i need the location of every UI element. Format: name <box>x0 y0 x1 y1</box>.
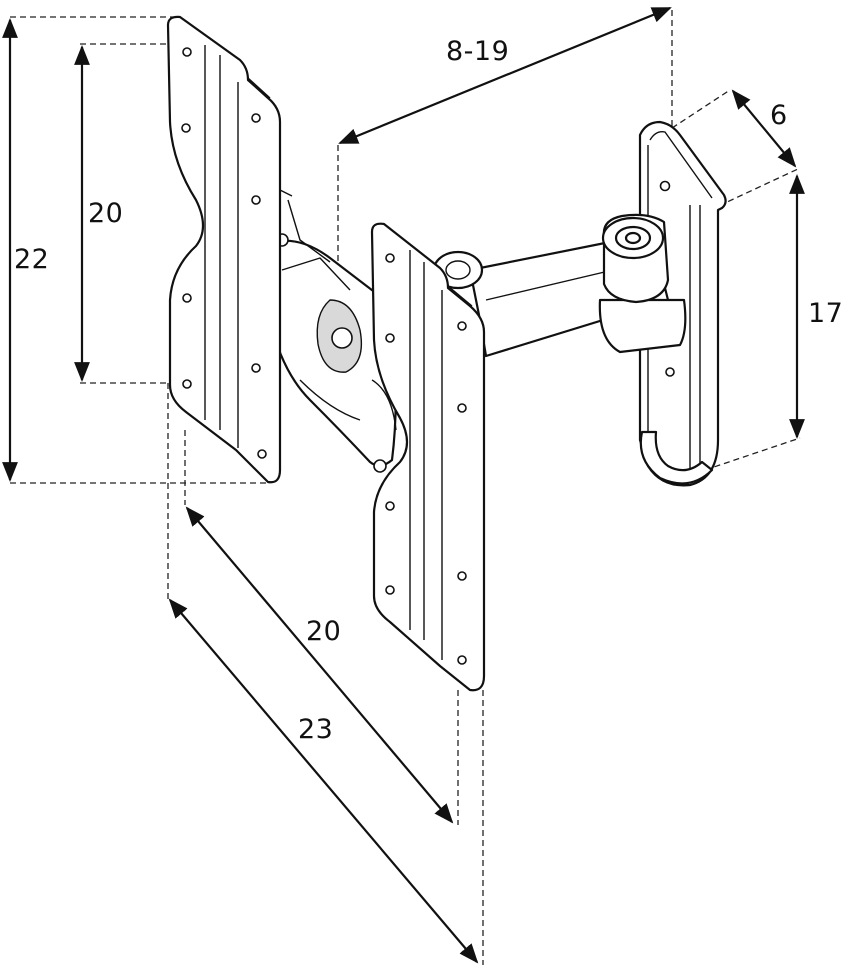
dimension-labels: 22 20 8-19 6 17 20 23 <box>14 36 843 745</box>
swing-arm <box>432 213 687 358</box>
dim-line-arm-extension <box>338 6 672 145</box>
label-wall-plate-height: 17 <box>808 298 843 329</box>
dim-line-total-width <box>168 598 479 964</box>
label-total-height: 22 <box>14 244 49 275</box>
label-total-width: 23 <box>298 714 333 745</box>
vesa-plate-right <box>370 222 486 692</box>
dimension-lines <box>2 6 805 964</box>
dim-line-wall-depth <box>731 89 797 168</box>
label-plate-height: 20 <box>88 198 123 229</box>
tilt-bracket <box>253 189 397 473</box>
label-arm-extension: 8-19 <box>446 36 509 67</box>
label-plate-width: 20 <box>306 616 341 647</box>
label-wall-depth: 6 <box>770 100 788 131</box>
vesa-plate-left <box>166 15 282 484</box>
